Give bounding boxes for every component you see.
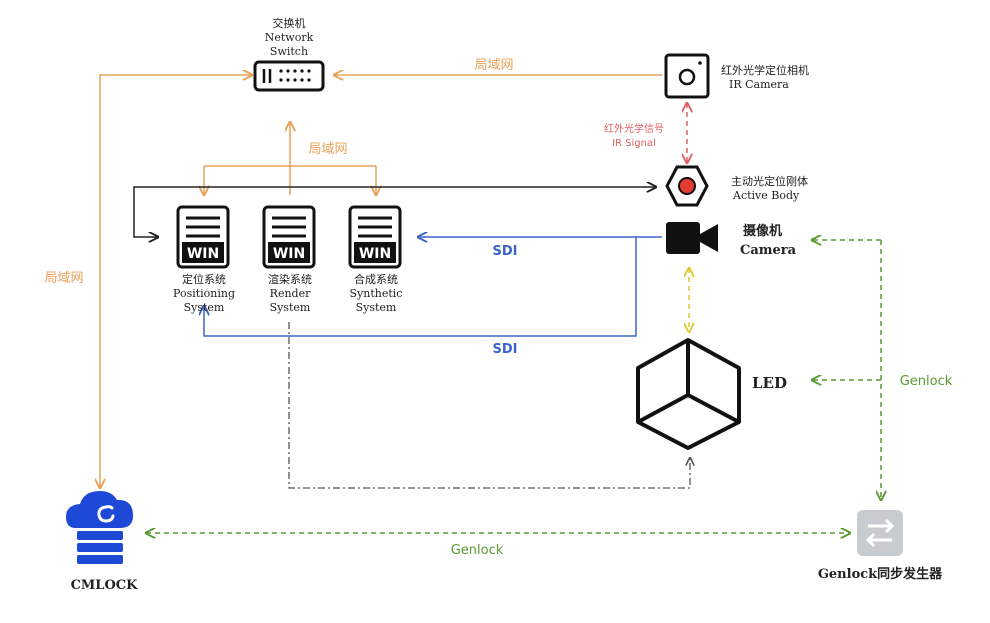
active-body-icon xyxy=(665,165,709,207)
camera-label-cn: 摄像机 xyxy=(743,223,782,239)
network-switch-icon xyxy=(253,60,325,92)
positioning-label-en2: System xyxy=(184,301,225,314)
lan-label-mid: 局域网 xyxy=(308,142,347,157)
positioning-label-en1: Positioning xyxy=(173,287,235,300)
render-label-en2: System xyxy=(270,301,311,314)
switch-label-en2: Switch xyxy=(270,45,308,58)
server-icon: WIN xyxy=(348,205,402,269)
swap-arrows-icon xyxy=(857,510,903,556)
render-system-node: WIN 渲染系统 Render System xyxy=(262,205,316,314)
synthetic-label-cn: 合成系统 xyxy=(354,272,398,286)
cmlock-label: CMLOCK xyxy=(71,578,139,593)
ir-signal-label-en: IR Signal xyxy=(612,138,656,149)
ir-signal-label-cn: 红外光学信号 xyxy=(604,122,664,135)
sdi-label-lower: SDI xyxy=(493,342,518,357)
active-body-label-cn: 主动光定位刚体 xyxy=(731,174,808,188)
lan-label-top: 局域网 xyxy=(474,58,513,73)
network-switch-node: 交换机 Network Switch xyxy=(253,16,325,92)
sdi-label-upper: SDI xyxy=(493,244,518,259)
camera-node: 摄像机 Camera xyxy=(666,222,797,258)
render-icon-text: WIN xyxy=(273,246,305,262)
genlock-label-right: Genlock xyxy=(900,374,953,389)
switch-label-cn: 交换机 xyxy=(273,16,306,30)
led-cube-icon xyxy=(636,338,741,450)
cmlock-node: CMLOCK xyxy=(66,491,138,593)
switch-label-en1: Network xyxy=(265,31,314,44)
active-body-node: 主动光定位刚体 Active Body xyxy=(665,165,808,207)
led-label: LED xyxy=(752,374,787,392)
synthetic-label-en2: System xyxy=(356,301,397,314)
ir-camera-icon xyxy=(664,53,710,99)
render-label-en1: Render xyxy=(270,287,311,300)
synthetic-icon-text: WIN xyxy=(359,246,391,262)
synthetic-system-node: WIN 合成系统 Synthetic System xyxy=(348,205,403,314)
cmlock-server-icon xyxy=(66,491,134,564)
ir-camera-node: 红外光学定位相机 IR Camera xyxy=(664,53,809,99)
ir-camera-label-cn: 红外光学定位相机 xyxy=(721,63,809,77)
server-icon: WIN xyxy=(176,205,230,269)
lan-label-left: 局域网 xyxy=(44,271,83,286)
sdi-edge-lower xyxy=(204,237,637,337)
positioning-label-cn: 定位系统 xyxy=(182,272,226,286)
genlock-label-bottom: Genlock xyxy=(451,543,504,558)
positioning-icon-text: WIN xyxy=(187,246,219,262)
render-led-edge xyxy=(288,322,690,489)
camera-label-en: Camera xyxy=(740,243,797,258)
genlock-generator-node: Genlock同步发生器 xyxy=(818,510,943,582)
synthetic-label-en1: Synthetic xyxy=(350,287,403,300)
ir-camera-label-en: IR Camera xyxy=(729,78,789,91)
video-camera-icon xyxy=(666,222,718,254)
lan-edge-switch-cmlock xyxy=(100,75,252,488)
server-icon: WIN xyxy=(262,205,316,269)
ir-signal-label: 红外光学信号 IR Signal xyxy=(604,122,664,149)
led-node: LED xyxy=(636,338,787,450)
active-body-label-en: Active Body xyxy=(732,189,800,202)
render-label-cn: 渲染系统 xyxy=(268,272,312,286)
tracking-edge xyxy=(133,187,656,237)
genlock-generator-label: Genlock同步发生器 xyxy=(818,566,943,582)
positioning-system-node: WIN 定位系统 Positioning System xyxy=(173,205,235,314)
